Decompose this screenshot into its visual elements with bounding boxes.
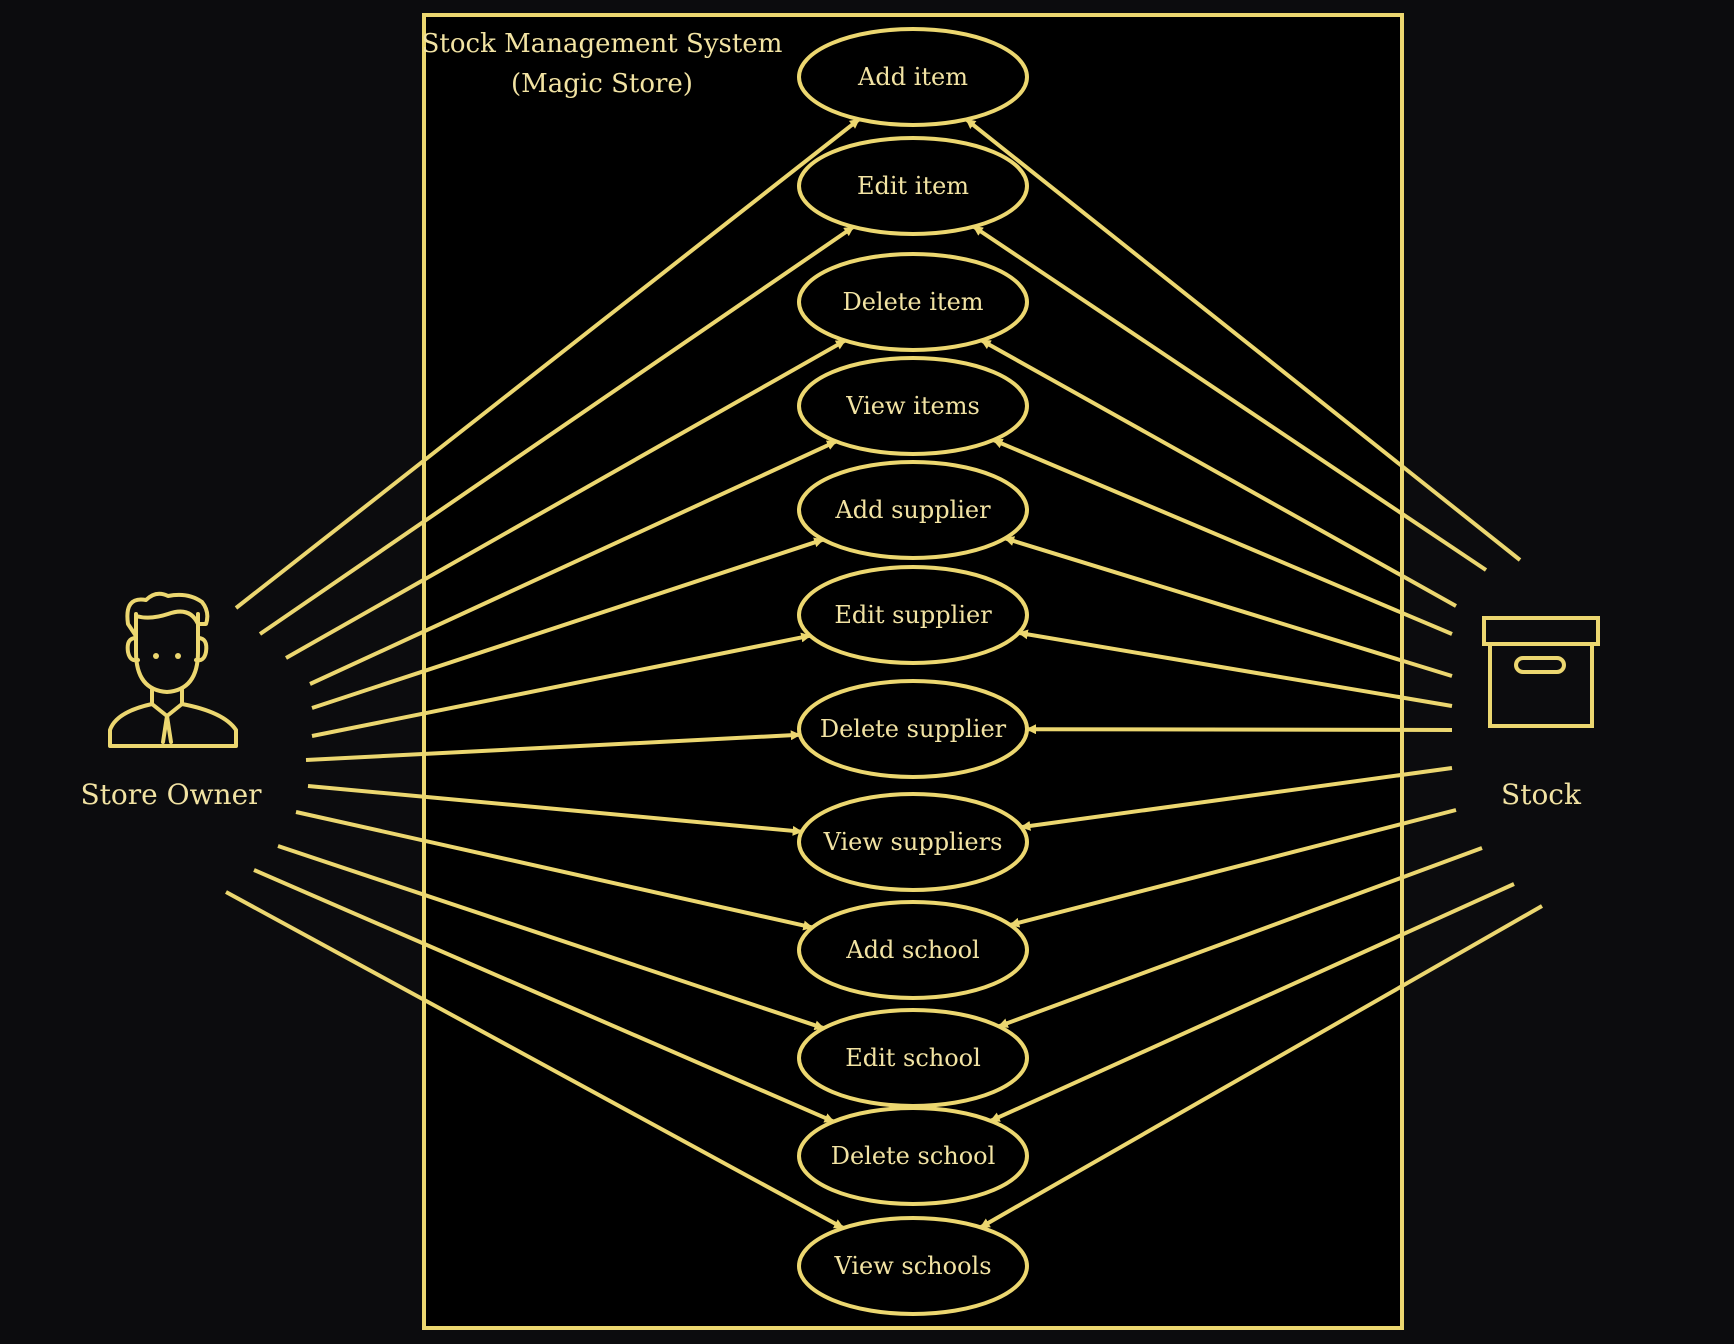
use-case-delete-supplier[interactable]: Delete supplier <box>797 679 1029 779</box>
stock-to-add-school-arrow <box>1009 808 1457 928</box>
owner-to-edit-supplier-arrow <box>311 632 812 738</box>
use-case-add-school[interactable]: Add school <box>797 900 1029 1000</box>
use-case-label: Add school <box>845 936 979 964</box>
use-case-delete-item[interactable]: Delete item <box>797 252 1029 352</box>
stock-associations <box>965 117 1543 1230</box>
system-title-line1: Stock Management System <box>422 29 783 59</box>
use-case-label: Delete school <box>831 1142 996 1170</box>
stock-to-view-schools-arrow <box>979 904 1543 1230</box>
store-owner-actor[interactable]: Store Owner <box>80 591 262 811</box>
stock-to-edit-item-arrow <box>972 224 1488 572</box>
owner-associations <box>225 117 861 1230</box>
use-case-ellipse <box>797 792 1029 892</box>
owner-to-view-schools-arrow <box>225 890 845 1230</box>
use-case-add-supplier[interactable]: Add supplier <box>797 460 1029 560</box>
use-case-label: Delete item <box>842 288 983 316</box>
use-case-edit-supplier[interactable]: Edit supplier <box>797 565 1029 665</box>
stock-to-edit-school-arrow <box>997 846 1483 1029</box>
use-case-label: Delete supplier <box>820 715 1007 743</box>
use-case-label: Add supplier <box>834 496 991 524</box>
stock-to-delete-supplier-arrow <box>1025 724 1453 735</box>
use-case-ellipse <box>797 565 1029 665</box>
owner-to-add-school-arrow <box>295 810 814 931</box>
owner-to-delete-school-arrow <box>253 868 835 1124</box>
stock-to-add-item-arrow <box>965 117 1522 562</box>
owner-to-edit-school-arrow <box>277 844 825 1031</box>
use-case-add-item[interactable]: Add item <box>797 27 1029 127</box>
use-case-edit-school[interactable]: Edit school <box>797 1008 1029 1108</box>
stock-actor[interactable]: Stock <box>1482 616 1600 811</box>
stock-to-add-supplier-arrow <box>1004 536 1453 678</box>
use-case-label: Edit supplier <box>834 601 992 629</box>
owner-to-view-suppliers-arrow <box>307 784 803 836</box>
use-case-view-suppliers[interactable]: View suppliers <box>797 792 1029 892</box>
use-case-label: View suppliers <box>823 828 1003 856</box>
use-case-ellipse <box>797 27 1029 127</box>
stock-to-view-suppliers-arrow <box>1020 766 1453 831</box>
owner-to-add-item-arrow <box>234 117 861 610</box>
stock-to-edit-supplier-arrow <box>1017 629 1453 708</box>
use-case-label: View schools <box>833 1252 991 1280</box>
store-owner-label: Store Owner <box>80 778 262 811</box>
use-case-ellipse <box>797 679 1029 779</box>
use-case-ellipse <box>797 460 1029 560</box>
use-case-ellipse <box>797 1216 1029 1316</box>
use-case-label: Edit item <box>857 172 969 200</box>
person-eye-left <box>153 653 159 659</box>
stock-to-delete-school-arrow <box>989 882 1515 1123</box>
person-eye-right <box>175 653 181 659</box>
use-case-ellipse <box>797 900 1029 1000</box>
use-case-ellipse <box>797 1106 1029 1206</box>
owner-to-delete-supplier-arrow <box>305 730 801 762</box>
use-case-delete-school[interactable]: Delete school <box>797 1106 1029 1206</box>
use-case-label: View items <box>845 392 980 420</box>
use-case-ellipse <box>797 136 1029 236</box>
owner-to-delete-item-arrow <box>285 338 847 660</box>
stock-label: Stock <box>1501 778 1582 811</box>
use-case-label: Add item <box>857 63 968 91</box>
person-icon <box>108 591 238 748</box>
stock-to-view-items-arrow <box>992 438 1453 636</box>
use-case-ellipse <box>797 356 1029 456</box>
stock-to-delete-item-arrow <box>980 338 1457 608</box>
use-case-view-items[interactable]: View items <box>797 356 1029 456</box>
owner-to-add-supplier-arrow <box>311 537 825 710</box>
owner-to-view-items-arrow <box>309 439 838 686</box>
owner-to-edit-item-arrow <box>258 225 855 636</box>
box-icon <box>1482 616 1600 728</box>
use-case-edit-item[interactable]: Edit item <box>797 136 1029 236</box>
use-case-ellipse <box>797 252 1029 352</box>
system-title-line2: (Magic Store) <box>511 69 693 99</box>
use-case-view-schools[interactable]: View schools <box>797 1216 1029 1316</box>
use-case-label: Edit school <box>845 1044 981 1072</box>
